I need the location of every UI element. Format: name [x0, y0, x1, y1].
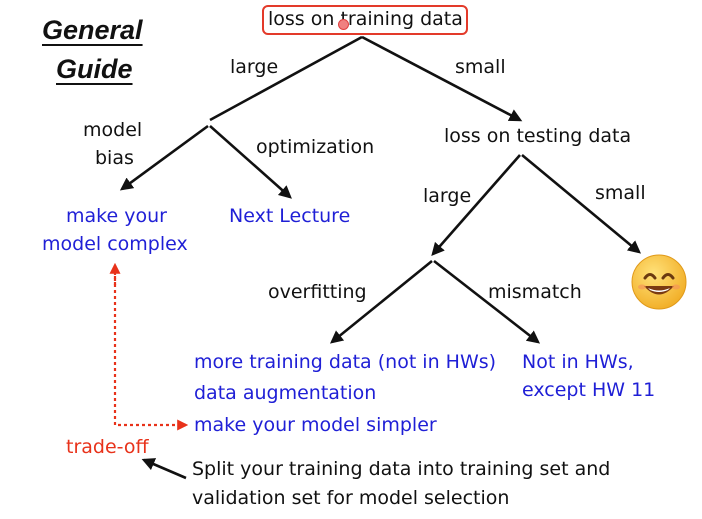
outcome-next-lecture: Next Lecture: [229, 205, 351, 227]
root-node-box: [262, 5, 468, 35]
branch-optimization: optimization: [256, 136, 375, 158]
branch-small: small: [455, 56, 506, 78]
smiling-face-icon: [631, 254, 687, 310]
pointer-dot-icon: [338, 19, 349, 30]
branch-large: large: [230, 56, 279, 78]
edge-root-right: [361, 35, 523, 122]
outcome-mismatch-line1: Not in HWs,: [522, 351, 634, 373]
tradeoff-label: trade-off: [66, 436, 149, 458]
branch-mismatch: mismatch: [488, 281, 582, 303]
branch-test-large: large: [423, 185, 472, 207]
branch-overfitting: overfitting: [268, 281, 367, 303]
branch-test-small: small: [595, 182, 646, 204]
outcome-complex-line1: make your: [66, 205, 167, 227]
outcome-overfit-simpler: make your model simpler: [194, 414, 437, 436]
tradeoff-dotted-link: [113, 272, 189, 431]
footer-line1: Split your training data into training s…: [192, 458, 611, 480]
edge-root-left: [209, 35, 363, 122]
branch-model-bias-line1: model: [83, 119, 143, 141]
header-general: General: [42, 15, 143, 45]
branch-model-bias-line2: bias: [95, 147, 134, 169]
edge-mismatch: [433, 259, 541, 344]
edge-overfitting: [329, 259, 433, 344]
outcome-mismatch-line2: except HW 11: [522, 379, 656, 401]
root-node-label: loss on training data: [268, 8, 463, 30]
edge-test-large: [431, 154, 521, 256]
outcome-overfit-augmentation: data augmentation: [194, 382, 377, 404]
outcome-overfit-more-data: more training data (not in HWs): [194, 351, 497, 373]
edge-optimization: [209, 125, 292, 199]
edge-bias: [119, 124, 209, 191]
outcome-complex-line2: model complex: [42, 233, 188, 255]
footer-line2: validation set for model selection: [192, 487, 510, 509]
node-loss-testing: loss on testing data: [444, 125, 632, 147]
edge-test-small: [521, 153, 642, 254]
header-guide: Guide: [56, 54, 133, 84]
edge-footer-to-tradeoff: [141, 458, 187, 480]
